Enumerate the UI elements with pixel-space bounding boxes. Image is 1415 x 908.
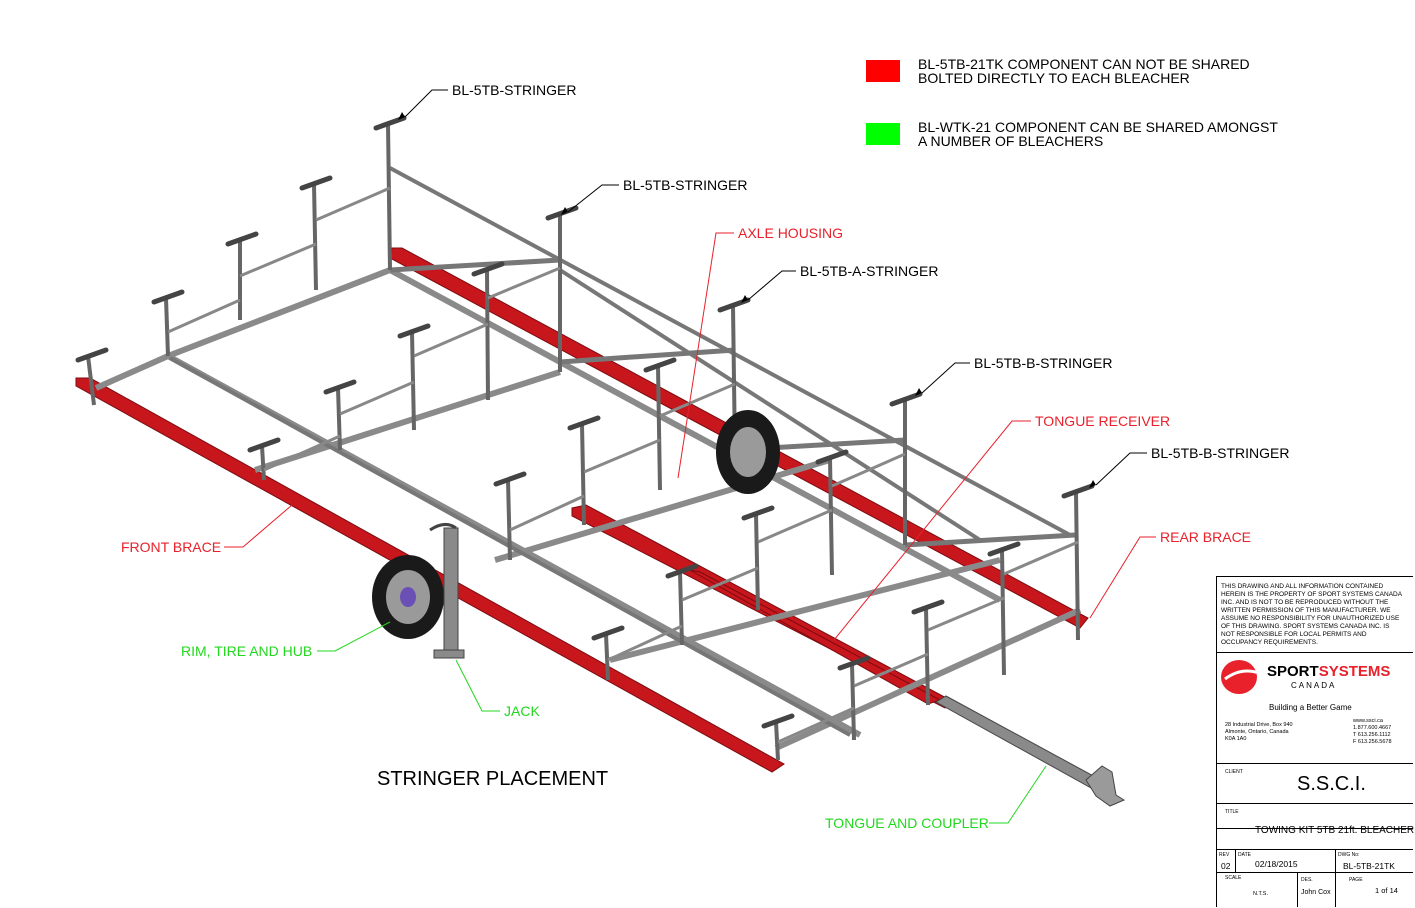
callout-stringer-1: BL-5TB-STRINGER bbox=[452, 82, 576, 98]
page-value: 1 of 14 bbox=[1375, 886, 1398, 895]
contact-line-3: T 613.256.1112 bbox=[1353, 732, 1391, 738]
base-rail-long-2 bbox=[388, 267, 1002, 603]
brand-cell: SPORTSYSTEMS CANADA Building a Better Ga… bbox=[1217, 653, 1413, 829]
callout-a-stringer: BL-5TB-A-STRINGER bbox=[800, 263, 938, 279]
scale-row: SCALE N.T.S. DES. John Cox PAGE 1 of 14 bbox=[1217, 873, 1413, 907]
rev-label: REV bbox=[1219, 852, 1230, 858]
notice-line-1: THIS DRAWING AND ALL INFORMATION CONTAIN… bbox=[1221, 583, 1384, 590]
leader-lines-red bbox=[224, 232, 1156, 641]
leader-lines-black bbox=[404, 89, 1147, 486]
base-rail-front bbox=[94, 267, 392, 391]
notice-line-5: ASSUME NO RESPONSIBILITY FOR UNAUTHORIZE… bbox=[1221, 615, 1400, 622]
base-rail-mid2 bbox=[494, 457, 831, 563]
callout-front-brace: FRONT BRACE bbox=[121, 539, 221, 555]
address-line-2: Almonte, Ontario, Canada bbox=[1225, 729, 1289, 735]
cross-tube-2 bbox=[559, 347, 736, 365]
callout-jack: JACK bbox=[504, 703, 540, 719]
client-value: S.S.C.I. bbox=[1297, 773, 1366, 795]
dwg-label: DWG No: bbox=[1338, 852, 1360, 858]
leader-arrows bbox=[398, 112, 1096, 488]
notice-line-8: OCCUPANCY REQUIREMENTS. bbox=[1221, 639, 1318, 646]
des-value: John Cox bbox=[1301, 889, 1331, 896]
scale-value: N.T.S. bbox=[1253, 891, 1268, 897]
legend-red-line1: BL-5TB-21TK COMPONENT CAN NOT BE SHARED bbox=[918, 56, 1250, 72]
callout-tongue-coupler: TONGUE AND COUPLER bbox=[825, 815, 989, 831]
legend-green-swatch bbox=[866, 123, 900, 145]
brand-tagline: Building a Better Game bbox=[1269, 703, 1352, 712]
brand-sport: SPORT bbox=[1267, 663, 1319, 680]
steel-frame bbox=[75, 115, 1095, 761]
notice-line-7: NOT RESPONSIBLE FOR LOCAL PERMITS AND bbox=[1221, 631, 1367, 638]
rev-row: REV 02 DATE 02/18/2015 DWG No: BL-5TB-21… bbox=[1217, 849, 1413, 873]
tongue-receiver-beam bbox=[689, 569, 942, 705]
stringer-posts-front bbox=[86, 123, 392, 406]
cross-tube-4 bbox=[904, 532, 1076, 548]
contact-line-1: www.ssci.ca bbox=[1353, 718, 1383, 724]
date-label: DATE bbox=[1238, 852, 1251, 858]
tongue-assembly bbox=[934, 695, 1126, 807]
notice-line-3: INC. AND IS NOT TO BE REPRODUCED WITHOUT… bbox=[1221, 599, 1389, 606]
callout-b-stringer-2: BL-5TB-B-STRINGER bbox=[1151, 445, 1289, 461]
wheel-front bbox=[372, 555, 444, 639]
page-label: PAGE bbox=[1349, 877, 1363, 883]
contact-line-2: 1.877.600.4667 bbox=[1353, 725, 1392, 731]
stringer-posts-b1 bbox=[604, 400, 907, 681]
callout-b-stringer-1: BL-5TB-B-STRINGER bbox=[974, 355, 1112, 371]
scale-label: SCALE bbox=[1225, 875, 1242, 881]
notice-line-4: WRITTEN PERMISSION OF THIS MANUFACTURER.… bbox=[1221, 607, 1391, 614]
notice-cell: THIS DRAWING AND ALL INFORMATION CONTAIN… bbox=[1217, 577, 1413, 653]
notice-line-6: OF THIS DRAWING. SPORT SYSTEMS CANADA IN… bbox=[1221, 623, 1390, 630]
drawing-title: STRINGER PLACEMENT bbox=[377, 768, 609, 790]
stringer-posts-b2 bbox=[774, 491, 1080, 761]
callout-tongue-receiver: TONGUE RECEIVER bbox=[1035, 413, 1170, 429]
sport-systems-logo-icon bbox=[1221, 660, 1260, 694]
client-label: CLIENT bbox=[1225, 769, 1243, 775]
rev-value: 02 bbox=[1221, 861, 1231, 871]
diagonal-tube-3 bbox=[558, 268, 982, 542]
title-label: TITLE bbox=[1225, 809, 1239, 815]
address-line-3: K0A 1A0 bbox=[1225, 736, 1247, 742]
legend-green-line1: BL-WTK-21 COMPONENT CAN BE SHARED AMONGS… bbox=[918, 119, 1278, 135]
brand-systems: SYSTEMS bbox=[1318, 663, 1391, 680]
leader-lines-green bbox=[317, 621, 1047, 824]
client-cell bbox=[1217, 763, 1413, 764]
brand-wordmark: SPORTSYSTEMS bbox=[1267, 663, 1390, 680]
date-value: 02/18/2015 bbox=[1255, 859, 1298, 869]
legend-red-line2: BOLTED DIRECTLY TO EACH BLEACHER bbox=[918, 70, 1190, 86]
address-line-1: 28 Industrial Drive, Box 940 bbox=[1225, 722, 1293, 728]
des-label: DES. bbox=[1301, 877, 1313, 883]
title-block: THIS DRAWING AND ALL INFORMATION CONTAIN… bbox=[1216, 576, 1415, 907]
title-value: TOWING KIT 5TB 21ft. BLEACHER bbox=[1255, 825, 1415, 836]
base-rail-rear bbox=[609, 557, 1001, 663]
jack-assembly bbox=[429, 523, 465, 659]
callout-stringer-2: BL-5TB-STRINGER bbox=[623, 177, 747, 193]
wheel-rear bbox=[716, 410, 780, 494]
title-cell-divider bbox=[1217, 803, 1413, 804]
base-rail-mid bbox=[254, 369, 561, 473]
callout-axle-housing: AXLE HOUSING bbox=[738, 225, 843, 241]
contact-line-4: F 613.256.5678 bbox=[1353, 739, 1392, 745]
stringer-caps bbox=[75, 115, 1095, 729]
brand-canada: CANADA bbox=[1291, 681, 1337, 690]
notice-line-2: HEREIN IS THE PROPERTY OF SPORT SYSTEMS … bbox=[1221, 591, 1403, 598]
legend-green-line2: A NUMBER OF BLEACHERS bbox=[918, 133, 1104, 149]
legend-red-swatch bbox=[866, 60, 900, 82]
callout-rear-brace: REAR BRACE bbox=[1160, 529, 1251, 545]
stringer-step-rails bbox=[167, 186, 1079, 744]
dwg-value: BL-5TB-21TK bbox=[1343, 861, 1395, 871]
cross-tube-1 bbox=[389, 257, 561, 273]
callout-rim-tire-hub: RIM, TIRE AND HUB bbox=[181, 643, 312, 659]
